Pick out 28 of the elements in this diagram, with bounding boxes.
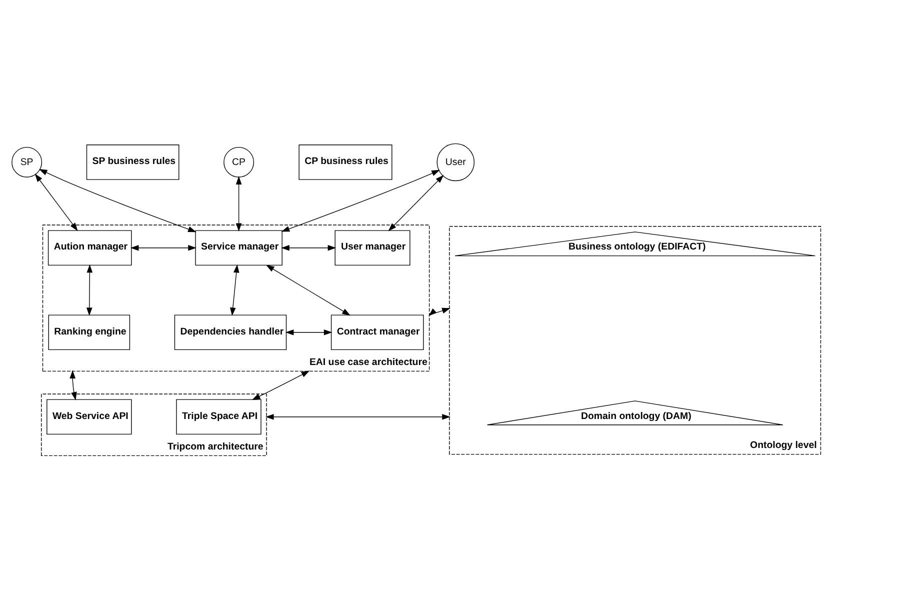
- node-box: Contract manager: [330, 314, 424, 350]
- arrow: [265, 413, 450, 420]
- node-box: Web Service API: [46, 398, 132, 434]
- arrow: [388, 174, 444, 231]
- node-circle: CP: [224, 146, 254, 177]
- arrow: [130, 244, 196, 250]
- node-box: User manager: [334, 230, 410, 266]
- arrow: [230, 264, 240, 316]
- node-box: Triple Space API: [176, 398, 262, 434]
- node-circle: User: [436, 142, 475, 181]
- arrow: [428, 307, 450, 316]
- arrow: [252, 370, 310, 400]
- arrow: [86, 264, 93, 316]
- arrow: [70, 370, 77, 400]
- arrow: [266, 264, 350, 316]
- node-circle: SP: [12, 146, 42, 177]
- arrow: [281, 169, 440, 232]
- node-box: SP business rules: [86, 144, 180, 180]
- node-box: Dependencies handler: [174, 314, 287, 350]
- arrow: [285, 328, 332, 335]
- arrow: [38, 168, 196, 232]
- arrow: [236, 176, 242, 232]
- arrow: [281, 244, 336, 250]
- node-box: CP business rules: [298, 144, 392, 180]
- node-box: Aution manager: [48, 230, 132, 266]
- arrow: [34, 173, 78, 231]
- node-box: Ranking engine: [48, 314, 130, 350]
- node-box: Service manager: [195, 230, 282, 266]
